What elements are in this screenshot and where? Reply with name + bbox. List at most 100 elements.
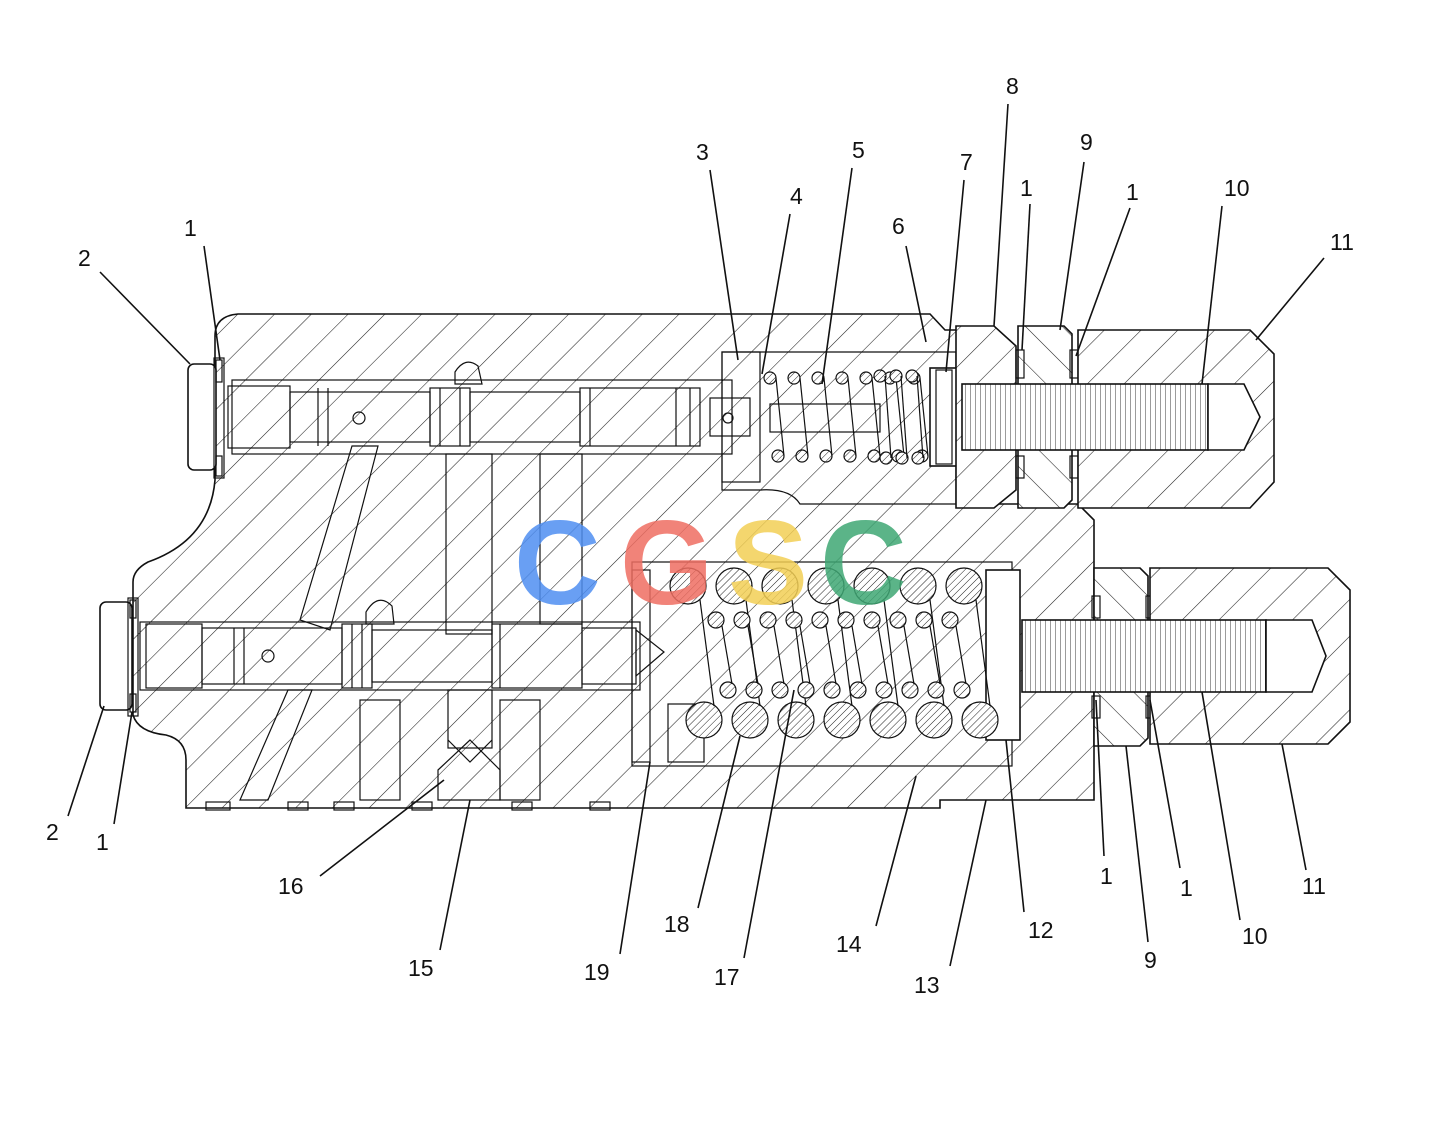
spring-coil-section — [807, 567, 845, 605]
spring-coil-section — [771, 681, 789, 699]
watermark-letter-c1: C — [514, 496, 601, 630]
spring-coil-wire — [847, 377, 857, 457]
spring-coil-wire — [929, 625, 941, 685]
spring-coil-wire — [877, 625, 889, 685]
lower-spring-chamber — [631, 561, 1021, 767]
spring-coil-section — [849, 681, 867, 699]
spring-coil-section — [777, 701, 815, 739]
callout-4: 4 — [790, 183, 803, 209]
spring-coil-section — [715, 567, 753, 605]
upper-bore — [227, 361, 751, 455]
cgsc-watermark: C G S C — [514, 496, 907, 630]
watermark-letter-s: S — [728, 496, 808, 630]
spring-coil-section — [863, 611, 881, 629]
callout-9-bottom: 9 — [1144, 947, 1157, 973]
spring-coil-section — [795, 449, 809, 463]
spring-coil-section — [761, 567, 799, 605]
spring-coil-section — [945, 567, 983, 605]
callout-1-left-top: 1 — [184, 215, 197, 241]
spring-coil-wire — [903, 625, 915, 685]
callout-1-top-b: 1 — [1126, 179, 1139, 205]
callout-1-left-bottom: 1 — [96, 829, 109, 855]
watermark-letter-c2: C — [820, 496, 907, 630]
upper-adjusting-screw — [961, 383, 1261, 451]
spring-coil-section — [867, 449, 881, 463]
spring-coil-section — [745, 681, 763, 699]
callout-labels: 1 2 3 4 5 6 7 8 9 1 1 10 11 2 1 16 15 19… — [46, 73, 1354, 998]
callout-1-bottom-b: 1 — [1180, 875, 1193, 901]
spring-coil-wire — [775, 377, 785, 457]
callout-16: 16 — [278, 873, 304, 899]
spring-coil-section — [879, 451, 893, 465]
spring-coil-wire — [851, 625, 863, 685]
spring-coil-section — [771, 449, 785, 463]
callout-1-top-a: 1 — [1020, 175, 1033, 201]
spring-coil-section — [823, 701, 861, 739]
callout-11-bottom: 11 — [1302, 873, 1326, 899]
spring-coil-wire — [895, 377, 905, 457]
callout-13: 13 — [914, 972, 940, 998]
spring-coil-section — [763, 371, 777, 385]
spring-coil-section — [811, 611, 829, 629]
callout-6: 6 — [892, 213, 905, 239]
spring-coil-section — [785, 611, 803, 629]
upper-spring — [763, 369, 929, 465]
left-cap-upper — [187, 357, 225, 479]
callout-2-left-bottom: 2 — [46, 819, 59, 845]
spring-coil-wire — [799, 377, 809, 457]
spring-coil-section — [911, 451, 925, 465]
callout-2-left-top: 2 — [78, 245, 91, 271]
spring-coil-section — [685, 701, 723, 739]
spring-coil-section — [853, 567, 891, 605]
spring-coil-wire — [884, 375, 892, 459]
spring-coil-section — [819, 449, 833, 463]
callout-17: 17 — [714, 964, 740, 990]
callout-18: 18 — [664, 911, 690, 937]
spring-coil-section — [899, 567, 937, 605]
spring-coil-section — [843, 449, 857, 463]
spring-coil-section — [835, 371, 849, 385]
callout-10-bottom: 10 — [1242, 923, 1268, 949]
spring-coil-section — [875, 681, 893, 699]
spring-coil-section — [707, 611, 725, 629]
spring-coil-wire — [919, 377, 929, 457]
bottom-seals — [205, 801, 611, 811]
spring-coil-wire — [975, 599, 991, 707]
spring-coil-section — [915, 611, 933, 629]
spring-coil-section — [837, 611, 855, 629]
spring-coil-section — [787, 371, 801, 385]
spring-coil-section — [731, 701, 769, 739]
callout-1-bottom-a: 1 — [1100, 863, 1113, 889]
spring-coil-section — [953, 681, 971, 699]
watermark-letter-g: G — [620, 496, 713, 630]
spring-coil-wire — [773, 625, 785, 685]
spring-coil-wire — [955, 625, 967, 685]
callout-15: 15 — [408, 955, 434, 981]
spring-coil-section — [869, 701, 907, 739]
callout-12: 12 — [1028, 917, 1054, 943]
spring-coil-wire — [916, 375, 924, 459]
spring-coil-section — [905, 369, 919, 383]
spring-coil-wire — [871, 377, 881, 457]
spring-coil-section — [941, 611, 959, 629]
spring-coil-section — [901, 681, 919, 699]
lower-adjusting-screw — [1021, 619, 1327, 693]
callout-9-top: 9 — [1080, 129, 1093, 155]
spring-coil-section — [961, 701, 999, 739]
callout-14: 14 — [836, 931, 862, 957]
spring-coil-section — [797, 681, 815, 699]
spring-coil-wire — [883, 599, 899, 707]
spring-coil-section — [859, 371, 873, 385]
spring-coil-section — [889, 611, 907, 629]
spring-coil-wire — [699, 599, 715, 707]
spring-coil-wire — [825, 625, 837, 685]
callout-3: 3 — [696, 139, 709, 165]
upper-relief-assembly — [721, 351, 959, 505]
left-cap-lower — [99, 597, 139, 717]
spring-coil-section — [889, 369, 903, 383]
leader-lines — [67, 103, 1325, 967]
spring-coil-wire — [900, 375, 908, 459]
spring-coil-section — [927, 681, 945, 699]
spring-coil-section — [759, 611, 777, 629]
